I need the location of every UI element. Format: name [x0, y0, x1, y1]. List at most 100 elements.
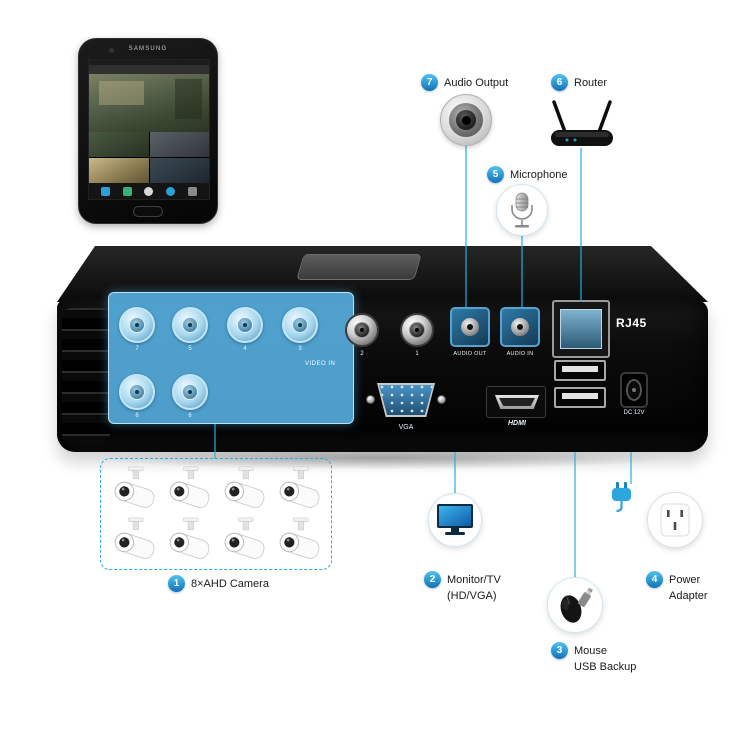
dc-label: DC 12V [623, 410, 645, 416]
callout-number-badge: 3 [551, 642, 568, 659]
callout-label: Power [669, 573, 701, 586]
channel-number: 4 [243, 346, 247, 352]
speaker-ring [449, 103, 483, 137]
callout-number-badge: 1 [168, 575, 185, 592]
bnc-connector [172, 374, 208, 410]
cctv-thumbnail-grid [89, 132, 209, 183]
usb-ports [554, 360, 606, 414]
callout-audio-output: 7 Audio Output [421, 74, 508, 91]
channel-number: 7 [135, 346, 139, 352]
audio-out-port-label: AUDIO OUT [453, 351, 487, 357]
ahd-camera [161, 463, 216, 514]
cctv-thumbnail [149, 158, 209, 183]
bnc-connector [172, 307, 208, 343]
cctv-main-view [89, 74, 209, 132]
callout-router: 6 Router [551, 74, 607, 91]
bnc-connector [282, 307, 318, 343]
video-in-label: VIDEO IN [305, 361, 336, 367]
bnc-connector-metal [345, 313, 379, 347]
ahd-camera [106, 463, 161, 514]
vga-screw [437, 395, 446, 404]
mouse-icon [547, 577, 603, 633]
callout-label-line2: USB Backup [574, 661, 637, 673]
bnc-connector [119, 374, 155, 410]
ahd-camera [106, 514, 161, 565]
phone-screen [88, 59, 210, 200]
app-toolbar-icon [144, 186, 154, 196]
bnc-connector [227, 307, 263, 343]
vga-port [366, 380, 446, 422]
camera-group-box [100, 458, 332, 570]
app-toolbar-icon [187, 186, 197, 196]
bnc-connector [119, 307, 155, 343]
hdmi-label: HDMI [508, 420, 526, 427]
phone-camera-dot [109, 48, 114, 53]
phone-titlebar [89, 65, 209, 74]
channel-number: 8 [135, 413, 139, 419]
callout-label-line2: Adapter [669, 590, 708, 602]
vga-connector [379, 385, 433, 415]
callout-camera: 1 8×AHD Camera [168, 575, 269, 592]
power-outlet-icon [647, 492, 703, 548]
app-toolbar-icon [122, 186, 132, 196]
callout-number-badge: 4 [646, 571, 663, 588]
usb-port [554, 360, 606, 381]
usb-port [554, 387, 606, 408]
channel-number: 1 [415, 351, 419, 357]
phone-home-button [133, 206, 163, 217]
app-toolbar-icon [101, 186, 111, 196]
callout-number-badge: 2 [424, 571, 441, 588]
speaker-icon [440, 94, 492, 146]
channel-number: 6 [188, 413, 192, 419]
phone-statusbar [89, 60, 209, 65]
callout-monitor: 2 Monitor/TV (HD/VGA) [424, 571, 501, 602]
dc-power-jack [620, 372, 648, 408]
callout-power: 4 Power Adapter [646, 571, 708, 602]
microphone-icon [496, 184, 548, 236]
ahd-camera [216, 463, 271, 514]
ahd-camera [271, 463, 326, 514]
vga-screw [366, 395, 375, 404]
app-toolbar-icon [166, 186, 176, 196]
callout-label: 8×AHD Camera [191, 577, 269, 590]
audio-in-port [500, 307, 540, 347]
channel-number: 2 [360, 351, 364, 357]
rj45-port-inner [560, 309, 602, 349]
hdmi-connector [495, 395, 539, 409]
callout-label: Audio Output [444, 76, 509, 89]
callout-label: Router [574, 76, 608, 89]
smartphone: SAMSUNG [78, 38, 218, 224]
phone-app-toolbar [89, 183, 209, 199]
phone-brand: SAMSUNG [128, 46, 168, 52]
hdmi-port [486, 386, 546, 418]
cctv-thumbnail [89, 158, 149, 183]
cctv-thumbnail [149, 132, 209, 157]
audio-out-port [450, 307, 490, 347]
channel-number: 3 [298, 346, 302, 352]
cctv-thumbnail [89, 132, 149, 157]
monitor-icon [428, 493, 482, 547]
audio-in-port-label: AUDIO IN [506, 351, 534, 357]
callout-number-badge: 5 [487, 166, 504, 183]
router-icon [551, 100, 613, 146]
dvr-top-label [296, 254, 422, 280]
dvr-vents [62, 308, 110, 444]
callout-number-badge: 7 [421, 74, 438, 91]
power-plug-icon [612, 482, 631, 513]
callout-label-line2: (HD/VGA) [447, 590, 497, 602]
speaker-core [461, 115, 471, 125]
callout-label: Microphone [510, 168, 568, 181]
ahd-camera [271, 514, 326, 565]
rj45-port [552, 300, 610, 358]
callout-label: Mouse [574, 644, 608, 657]
vga-label: VGA [398, 424, 414, 431]
ahd-camera [216, 514, 271, 565]
callout-label: Monitor/TV [447, 573, 501, 586]
callout-microphone: 5 Microphone [487, 166, 567, 183]
channel-number: 5 [188, 346, 192, 352]
callout-number-badge: 6 [551, 74, 568, 91]
callout-mouse: 3 Mouse USB Backup [551, 642, 636, 673]
rj45-label: RJ45 [616, 316, 647, 330]
speaker-cone [456, 110, 476, 130]
